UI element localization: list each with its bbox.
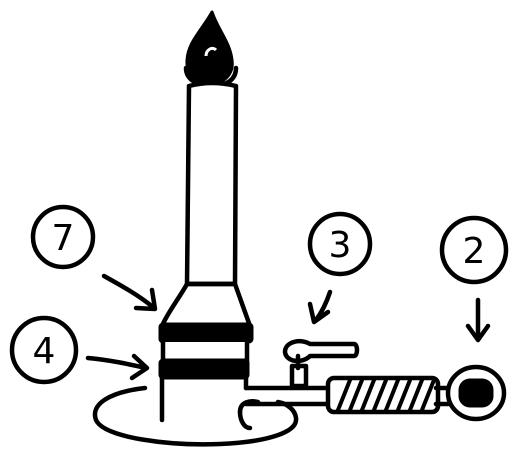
lower-band [158, 358, 250, 380]
label-7-text: 7 [52, 218, 75, 259]
arrow-3 [307, 289, 333, 325]
upper-band [158, 322, 254, 344]
burner-tube [184, 80, 239, 287]
flame [183, 10, 239, 89]
gas-valve [282, 339, 360, 389]
label-7: 7 [30, 204, 96, 270]
threaded-connector [325, 375, 441, 415]
gas-inlet-pipe [243, 383, 333, 409]
arrow-4 [85, 353, 150, 381]
hose-nozzle [433, 364, 507, 422]
label-3-text: 3 [329, 225, 352, 266]
label-4: 4 [9, 315, 79, 385]
label-3: 3 [307, 211, 373, 277]
arrow-7 [101, 273, 158, 312]
label-4-text: 4 [33, 331, 56, 372]
label-2: 2 [439, 215, 509, 285]
arrow-2 [465, 297, 491, 343]
label-2-text: 2 [463, 231, 486, 272]
air-collar [159, 281, 253, 329]
